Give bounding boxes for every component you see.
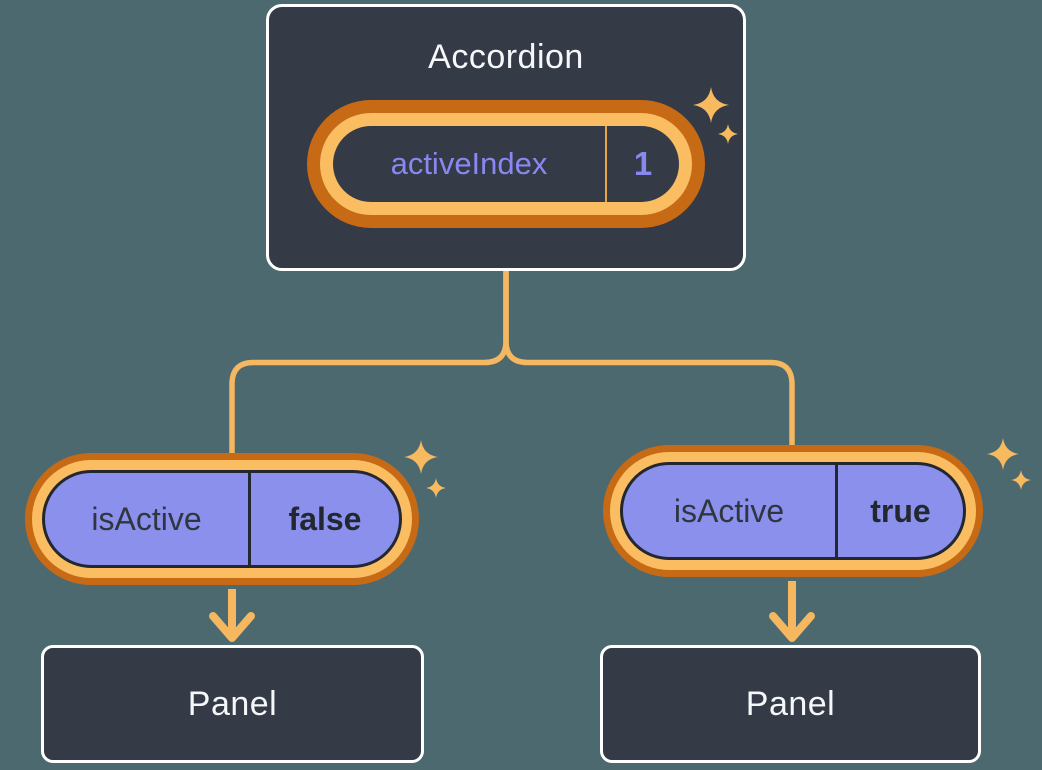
state-pill-body: activeIndex 1 — [333, 125, 679, 202]
prop-value: false — [288, 500, 362, 537]
branch-line-right — [503, 271, 795, 450]
prop-pill-body: isActive true — [620, 462, 966, 560]
accordion-component-box: Accordion activeIndex 1 — [266, 4, 746, 271]
branch-line-left — [229, 271, 509, 458]
panel-title: Panel — [187, 684, 278, 723]
prop-pill-gold-ring: isActive false — [32, 460, 412, 578]
prop-name-label: isActive — [91, 500, 202, 537]
arrow-left-head-icon — [209, 612, 255, 642]
prop-pill-isactive-false: isActive false — [25, 453, 419, 585]
prop-pill-divider — [835, 465, 838, 557]
prop-pill-divider — [248, 473, 251, 565]
sparkle-icon — [987, 438, 1019, 470]
state-pill: activeIndex 1 — [307, 99, 705, 228]
state-pill-divider — [605, 125, 607, 202]
prop-pill-body: isActive false — [42, 470, 402, 568]
prop-value: true — [870, 492, 931, 529]
prop-pill-isactive-true: isActive true — [603, 445, 983, 577]
panel-title: Panel — [745, 684, 836, 723]
panel-box-left: Panel — [41, 645, 424, 763]
prop-pill-gold-ring: isActive true — [610, 452, 976, 570]
arrow-right-head-icon — [769, 612, 815, 642]
state-value: 1 — [633, 144, 653, 182]
sparkle-icon — [1011, 470, 1031, 490]
prop-name-label: isActive — [673, 492, 785, 529]
panel-box-right: Panel — [600, 645, 981, 763]
sparkle-icon — [404, 440, 438, 474]
sparkle-icon — [426, 478, 446, 498]
accordion-title: Accordion — [428, 38, 584, 76]
state-name-label: activeIndex — [390, 145, 548, 181]
state-pill-gold-ring: activeIndex 1 — [320, 112, 692, 215]
